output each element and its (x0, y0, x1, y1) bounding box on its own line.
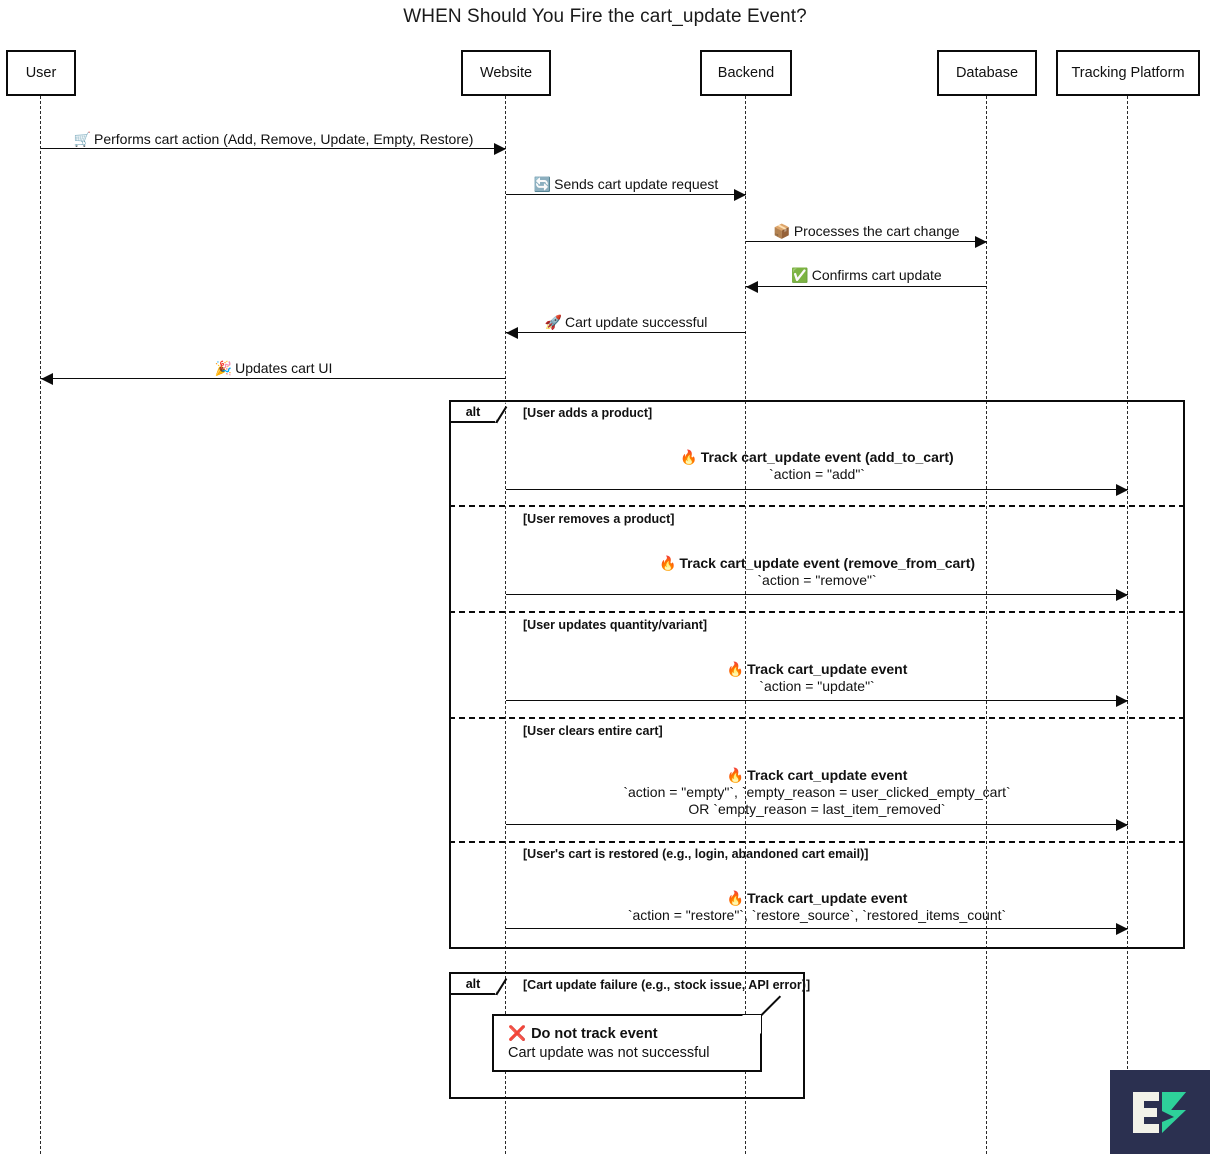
processes-the-cart-change-line (746, 241, 987, 242)
alt-branch-divider (449, 505, 1185, 507)
participant-label: Database (955, 65, 1019, 81)
flame-icon: 🔥 (680, 449, 698, 465)
flame-icon: 🔥 (726, 767, 745, 783)
tracking-alt-branch-1-detail-0-text: `action = "remove"` (757, 572, 877, 588)
tracking-alt-branch-3-detail-1-text: OR `empty_reason = last_item_removed` (688, 801, 946, 817)
performs-cart-action-text: Performs cart action (Add, Remove, Updat… (94, 131, 474, 147)
alt-keyword-label: alt (451, 974, 506, 995)
confirms-cart-update-text: Confirms cart update (811, 267, 942, 283)
sends-cart-update-request-text: Sends cart update request (554, 176, 719, 192)
updates-cart-ui-arrowhead (41, 372, 53, 385)
alt-keyword-label: alt (451, 402, 506, 423)
tracking-alt-branch-2-line (506, 700, 1128, 701)
note-title: ❌Do not track event (508, 1025, 746, 1044)
sends-cart-update-request-arrowhead (734, 188, 746, 201)
participant-database[interactable]: Database (937, 50, 1037, 96)
e3-logo (1110, 1070, 1210, 1154)
participant-label: Backend (717, 65, 775, 81)
confirms-cart-update-arrowhead (746, 280, 758, 293)
participant-user[interactable]: User (6, 50, 76, 96)
note-title-text: Do not track event (531, 1026, 658, 1042)
performs-cart-action-line (41, 148, 506, 149)
tracking-alt-branch-1-arrowhead (1116, 588, 1128, 601)
alt-branch-divider (449, 717, 1185, 719)
check-mark-icon: ✅ (791, 267, 809, 283)
note-fold-icon (742, 1015, 761, 1034)
updates-cart-ui-line (41, 378, 506, 379)
tracking-alt-branch-1-title-text: Track cart_update event (remove_from_car… (679, 555, 976, 571)
shopping-cart-icon: 🛒 (73, 131, 91, 147)
tracking-alt-branch-3-arrowhead (1116, 818, 1128, 831)
tracking-alt-branch-4-title-text: Track cart_update event (747, 890, 908, 906)
do-not-track-note: ❌Do not track event Cart update was not … (492, 995, 782, 1072)
alt-frame-tracking-alt: alt (449, 400, 1185, 949)
tracking-alt-branch-3-title-text: Track cart_update event (747, 767, 908, 783)
flame-icon: 🔥 (726, 890, 745, 906)
lifeline-database (986, 96, 987, 1154)
page-title: WHEN Should You Fire the cart_update Eve… (403, 6, 807, 27)
lifeline-website (505, 96, 506, 1154)
participant-website[interactable]: Website (461, 50, 551, 96)
alt-condition-label: [User updates quantity/variant] (523, 618, 708, 632)
alt-branch-divider (449, 611, 1185, 613)
cart-update-successful-text: Cart update successful (565, 314, 708, 330)
alt-branch-divider (449, 841, 1185, 843)
tracking-alt-branch-4-detail-0-text: `action = "restore"`, `restore_source`, … (627, 907, 1007, 923)
confirms-cart-update-line (746, 286, 987, 287)
performs-cart-action-arrowhead (494, 142, 506, 155)
alt-condition-label: [Cart update failure (e.g., stock issue,… (523, 978, 811, 992)
tracking-alt-branch-2-title-text: Track cart_update event (747, 661, 908, 677)
tracking-alt-branch-0-arrowhead (1116, 483, 1128, 496)
sends-cart-update-request-line (506, 194, 746, 195)
participant-label: Tracking Platform (1071, 65, 1185, 81)
tracking-alt-branch-1-line (506, 594, 1128, 595)
lifeline-tracking-platform (1127, 96, 1128, 1154)
confetti-icon: 🎉 (214, 360, 233, 376)
tracking-alt-branch-2-detail-0-text: `action = "update"` (759, 678, 875, 694)
lifeline-user (40, 96, 41, 1154)
tracking-alt-branch-4-arrowhead (1116, 922, 1128, 935)
tracking-alt-branch-0-title-text: Track cart_update event (add_to_cart) (700, 449, 954, 465)
updates-cart-ui-text: Updates cart UI (235, 360, 333, 376)
flame-icon: 🔥 (726, 661, 745, 677)
alt-condition-label: [User's cart is restored (e.g., login, a… (523, 847, 869, 861)
cart-update-successful-arrowhead (506, 326, 518, 339)
tracking-alt-branch-3-detail-0-text: `action = "empty"`, `empty_reason = user… (623, 784, 1011, 800)
sync-icon: 🔄 (533, 176, 552, 192)
alt-frame-failure-alt: alt (449, 972, 805, 1099)
flame-icon: 🔥 (658, 555, 677, 571)
alt-condition-label: [User removes a product] (523, 512, 675, 526)
cross-mark-icon: ❌ (508, 1026, 527, 1042)
participant-label: Website (479, 65, 533, 81)
participant-backend[interactable]: Backend (700, 50, 792, 96)
tracking-alt-branch-0-line (506, 489, 1128, 490)
tracking-alt-branch-4-line (506, 928, 1128, 929)
processes-the-cart-change-text: Processes the cart change (793, 223, 960, 239)
package-icon: 📦 (773, 223, 791, 239)
tracking-alt-branch-2-arrowhead (1116, 694, 1128, 707)
tracking-alt-branch-3-line (506, 824, 1128, 825)
cart-update-successful-line (506, 332, 746, 333)
alt-condition-label: [User adds a product] (523, 406, 653, 420)
participant-label: User (25, 65, 57, 81)
processes-the-cart-change-arrowhead (975, 235, 987, 248)
rocket-icon: 🚀 (544, 314, 563, 330)
alt-condition-label: [User clears entire cart] (523, 724, 663, 738)
note-subtitle: Cart update was not successful (508, 1044, 710, 1061)
participant-tracking-platform[interactable]: Tracking Platform (1056, 50, 1200, 96)
lifeline-backend (745, 96, 746, 1154)
e3-logo-mark (1133, 1092, 1186, 1133)
tracking-alt-branch-0-detail-0-text: `action = "add"` (769, 466, 865, 482)
